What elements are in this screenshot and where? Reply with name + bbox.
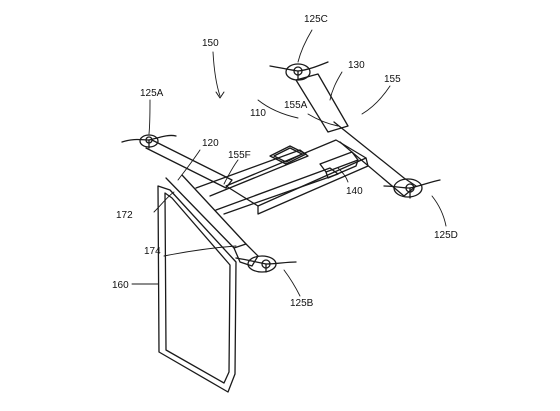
reference-labels: 125C 150 130 155 125A 155A 110 120 155F … [112, 14, 458, 309]
label-125c: 125C [304, 14, 328, 25]
arrow-150 [215, 91, 225, 99]
label-125b: 125B [290, 298, 314, 309]
label-110: 110 [250, 108, 266, 119]
label-150: 150 [202, 38, 219, 49]
leader-lines [131, 29, 447, 297]
label-160: 160 [112, 280, 129, 291]
rotor-125a [121, 134, 177, 149]
rotor-125b [235, 255, 297, 273]
label-130: 130 [348, 60, 365, 71]
label-125d: 125D [434, 230, 458, 241]
label-172: 172 [116, 210, 133, 221]
label-155f: 155F [228, 150, 251, 161]
label-125a: 125A [140, 88, 164, 99]
rotor-125c [269, 61, 329, 81]
label-174: 174 [144, 246, 161, 257]
label-120: 120 [202, 138, 219, 149]
rotor-125d [383, 178, 441, 199]
airframe [145, 73, 417, 267]
label-155: 155 [384, 74, 401, 85]
label-140: 140 [346, 186, 363, 197]
hanging-panel [157, 185, 237, 393]
label-155a: 155A [284, 100, 308, 111]
